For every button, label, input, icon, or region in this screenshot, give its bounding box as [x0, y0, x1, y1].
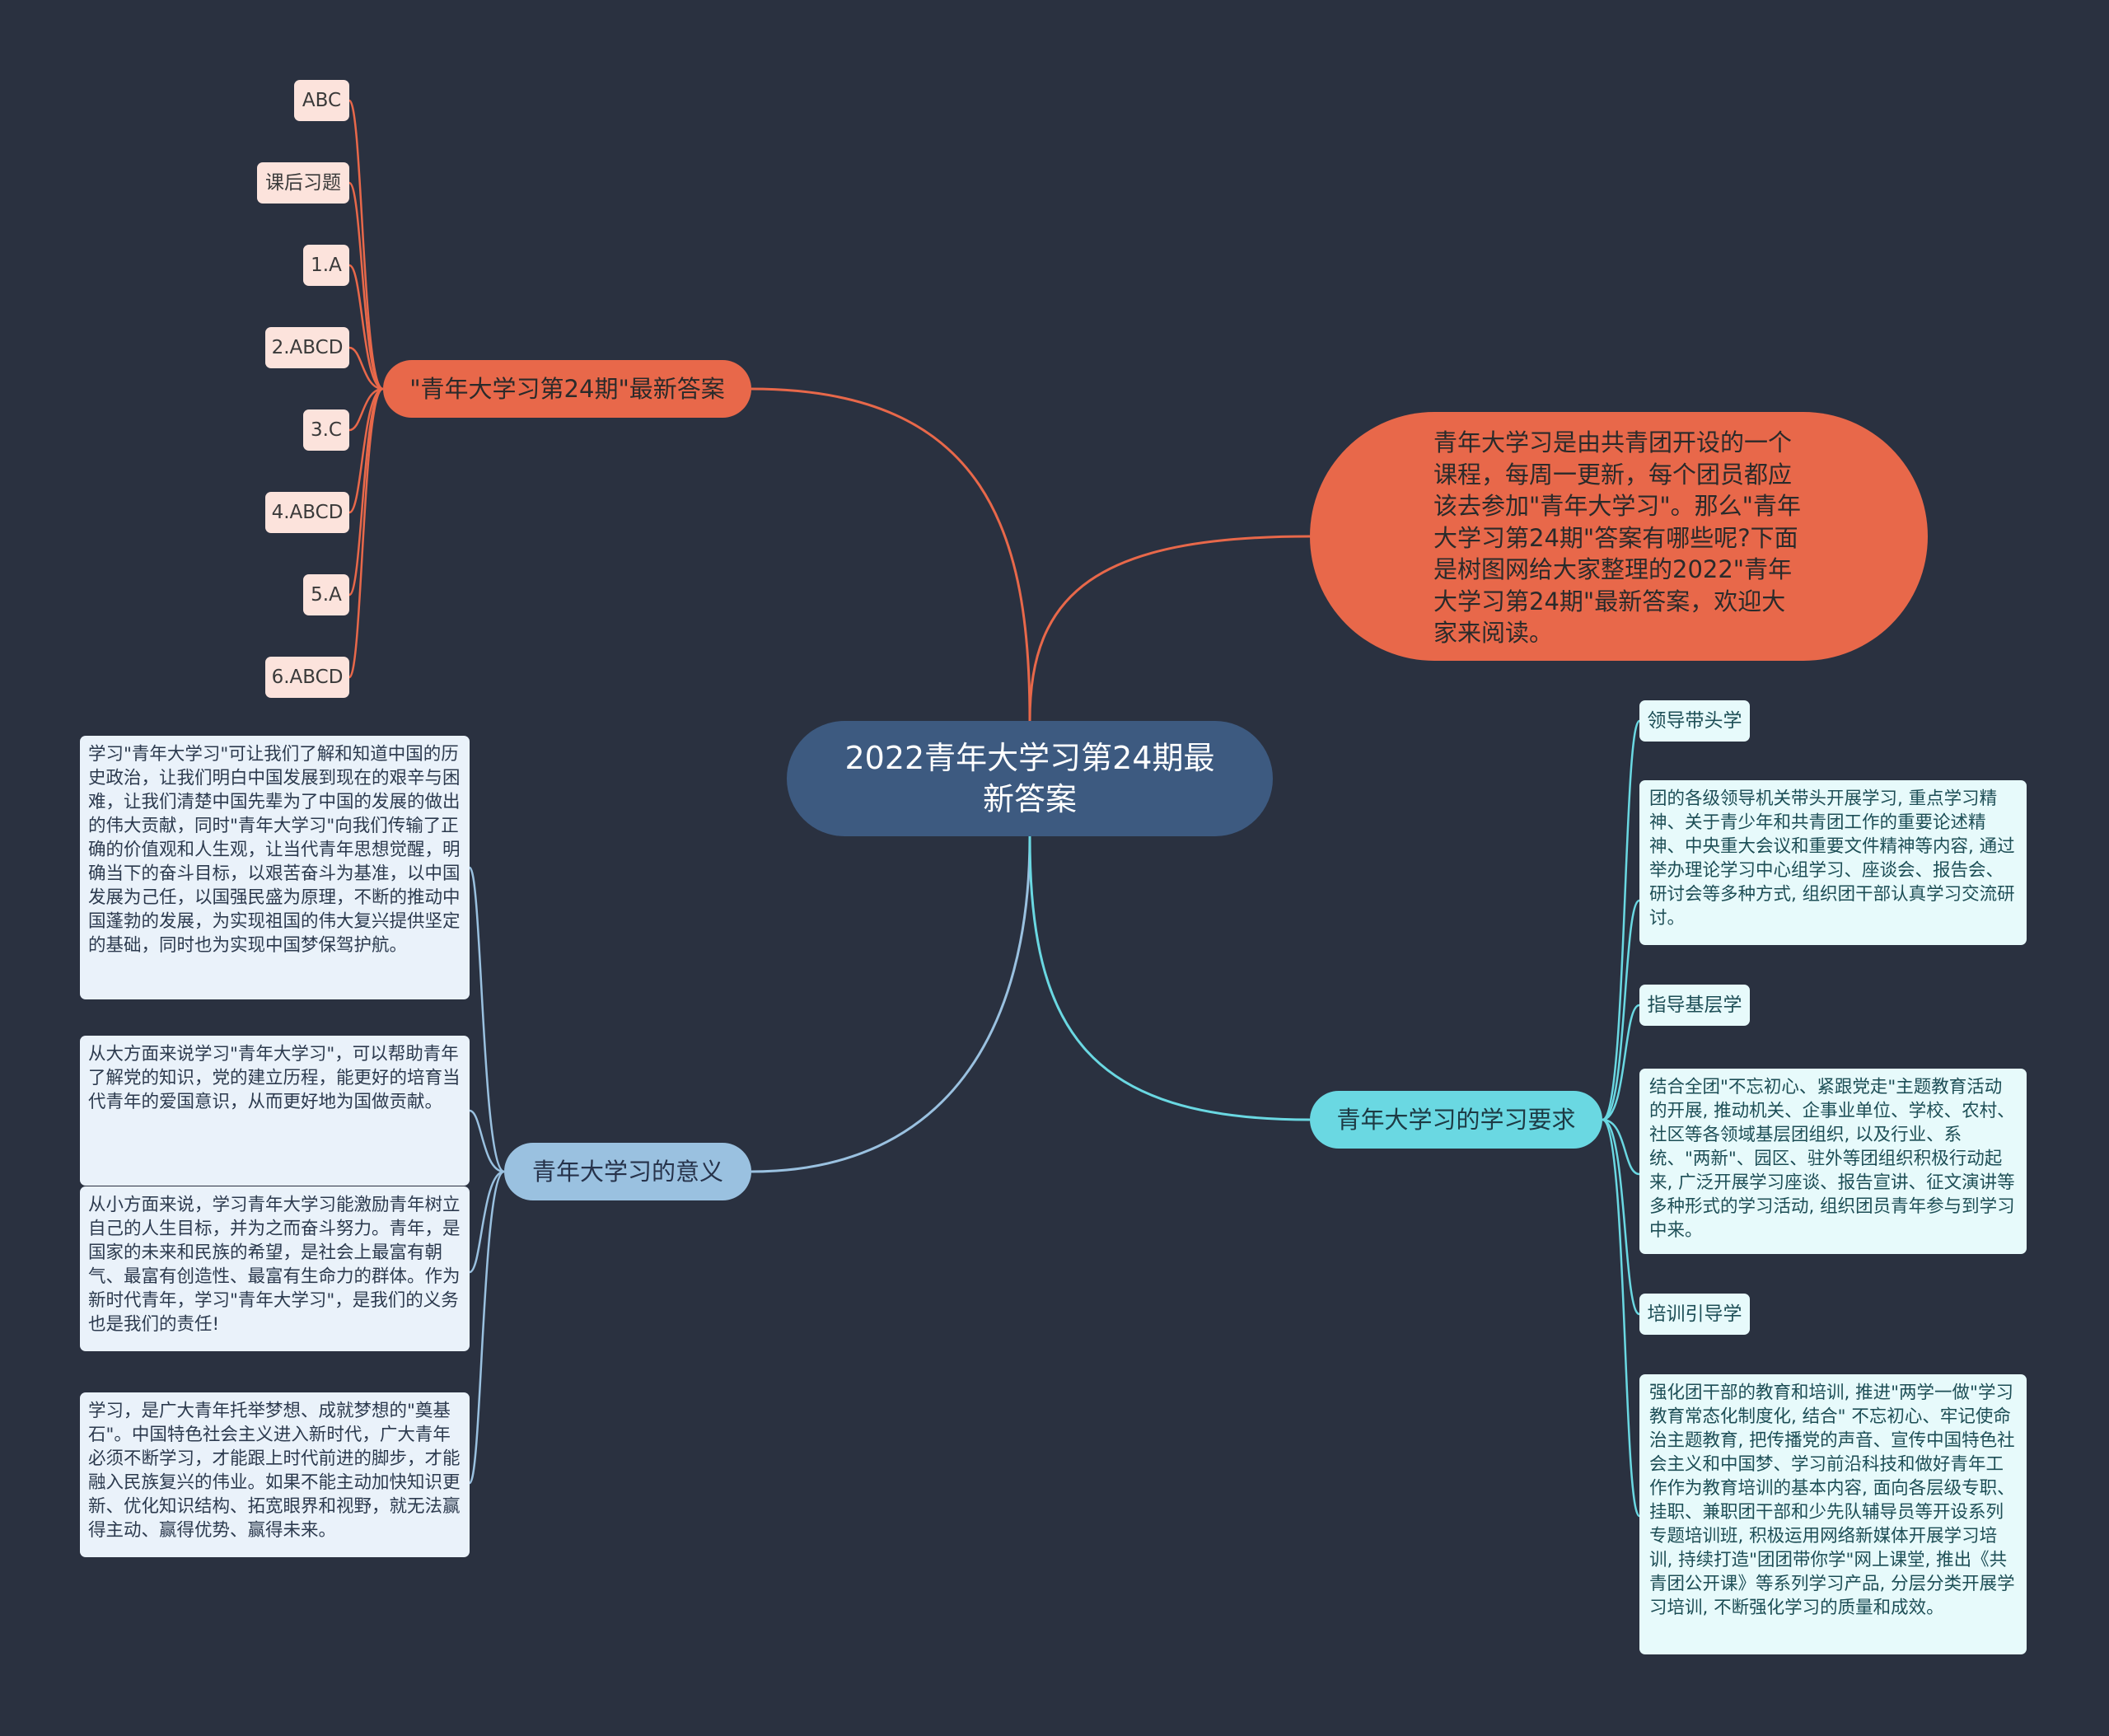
significance-text-2[interactable]: 从大方面来说学习"青年大学习"，可以帮助青年了解党的知识，党的建立历程，能更好的…: [80, 1036, 470, 1186]
central-topic-title: 2022青年大学习第24期最新答案: [844, 740, 1215, 817]
link-center-intro: [1028, 535, 1311, 722]
answer-item[interactable]: ABC: [294, 80, 349, 121]
requirement-title[interactable]: 指导基层学: [1639, 985, 1750, 1026]
central-topic[interactable]: 2022青年大学习第24期最新答案: [787, 721, 1273, 836]
link-center-meaning: [751, 835, 1031, 1173]
branch-latest-answers[interactable]: "青年大学习第24期"最新答案: [383, 360, 751, 418]
link-center-requirements: [1028, 835, 1311, 1121]
answer-item[interactable]: 6.ABCD: [265, 657, 349, 698]
links-requirements: [1602, 719, 1641, 1518]
requirement-title[interactable]: 培训引导学: [1639, 1294, 1750, 1335]
answer-item[interactable]: 3.C: [303, 409, 349, 451]
links-meaning: [468, 866, 505, 1485]
answer-item[interactable]: 1.A: [303, 245, 349, 286]
branch-study-requirements[interactable]: 青年大学习的学习要求: [1310, 1091, 1602, 1149]
requirement-detail[interactable]: 强化团干部的教育和培训, 推进"两学一做"学习教育常态化制度化, 结合" 不忘初…: [1639, 1374, 2027, 1654]
requirement-detail[interactable]: 团的各级领导机关带头开展学习, 重点学习精神、关于青少年和共青团工作的重要论述精…: [1639, 780, 2027, 945]
links-answers: [348, 99, 384, 679]
answer-item[interactable]: 课后习题: [257, 162, 349, 204]
requirement-detail[interactable]: 结合全团"不忘初心、紧跟党走"主题教育活动的开展, 推动机关、企事业单位、学校、…: [1639, 1069, 2027, 1254]
significance-text-1[interactable]: 学习"青年大学习"可让我们了解和知道中国的历史政治，让我们明白中国发展到现在的艰…: [80, 736, 470, 999]
answer-item[interactable]: 4.ABCD: [265, 492, 349, 533]
intro-text: 青年大学习是由共青团开设的一个课程，每周一更新，每个团员都应该去参加"青年大学习…: [1433, 428, 1802, 647]
significance-text-4[interactable]: 学习，是广大青年托举梦想、成就梦想的"奠基石"。中国特色社会主义进入新时代，广大…: [80, 1392, 470, 1557]
requirement-title[interactable]: 领导带头学: [1639, 700, 1750, 742]
significance-text-3[interactable]: 从小方面来说，学习青年大学习能激励青年树立自己的人生目标，并为之而奋斗努力。青年…: [80, 1186, 470, 1351]
link-center-answers: [751, 387, 1031, 722]
answer-item[interactable]: 2.ABCD: [265, 327, 349, 368]
answer-item[interactable]: 5.A: [303, 574, 349, 615]
intro-node[interactable]: 青年大学习是由共青团开设的一个课程，每周一更新，每个团员都应该去参加"青年大学习…: [1310, 412, 1928, 661]
branch-significance[interactable]: 青年大学习的意义: [504, 1143, 751, 1200]
